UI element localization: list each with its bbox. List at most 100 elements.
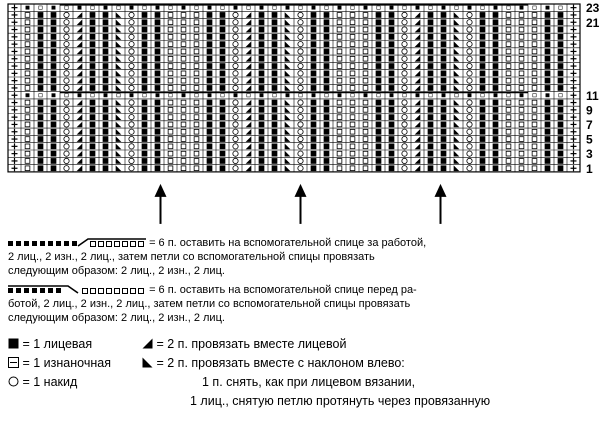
stitch-yarn-over	[401, 63, 408, 70]
stitch-knit	[427, 19, 434, 26]
stitch-knit	[258, 48, 265, 55]
cable-stitch	[324, 5, 329, 10]
stitch-knit	[440, 19, 447, 26]
stitch-ssk	[115, 55, 122, 62]
stitch-yarn-over	[63, 114, 70, 121]
stitch-knit	[440, 165, 447, 172]
stitch-k2tog	[414, 128, 421, 135]
stitch-knit	[50, 48, 57, 55]
stitch-knit	[219, 85, 226, 91]
stitch-ssk	[284, 85, 291, 91]
stitch-purl	[24, 34, 31, 40]
stitch-yarn-over	[466, 77, 473, 84]
stitch-purl	[362, 158, 369, 164]
cable-stitch	[311, 93, 316, 98]
cable-front-icon	[8, 285, 144, 295]
stitch-purl	[167, 63, 174, 69]
stitch-knit	[310, 158, 317, 164]
stitch-knit	[479, 34, 486, 40]
stitch-purl	[24, 99, 31, 106]
stitch-k2tog	[245, 77, 252, 84]
stitch-knit	[141, 34, 148, 40]
stitch-knit	[544, 143, 551, 150]
stitch-knit	[219, 165, 226, 172]
stitch-knit	[206, 143, 213, 150]
stitch-knit	[219, 63, 226, 69]
stitch-purl	[349, 70, 356, 77]
stitch-k2tog	[76, 99, 83, 106]
stitch-k2tog	[76, 114, 83, 120]
stitch-knit	[219, 70, 226, 77]
stitch-purl	[180, 99, 187, 106]
stitch-yarn-over	[401, 26, 408, 33]
stitch-k2tog	[245, 136, 252, 142]
stitch-knit	[271, 85, 278, 91]
stitch-knit	[37, 136, 44, 142]
stitch-knit	[271, 158, 278, 164]
stitch-yarn-over	[128, 121, 135, 128]
cable-stitch	[233, 93, 238, 98]
cable-stitch	[350, 5, 355, 10]
stitch-knit	[323, 63, 330, 69]
stitch-ssk	[115, 150, 122, 157]
stitch-ssk	[284, 19, 291, 26]
stitch-knit	[50, 63, 57, 69]
purl-icon	[8, 357, 19, 368]
symbol-key-left: = 1 лицевая = 1 изнаночная = 1 накид	[8, 335, 111, 392]
stitch-purl	[505, 19, 512, 25]
stitch-knit	[271, 165, 278, 172]
stitch-purl	[518, 128, 525, 135]
stitch-knit	[557, 26, 564, 33]
stitch-purl	[362, 12, 369, 18]
stitch-k2tog	[414, 165, 421, 172]
stitch-yarn-over	[128, 150, 135, 157]
stitch-yarn-over	[128, 84, 135, 91]
stitch-knit	[258, 12, 265, 18]
stitch-purl	[349, 26, 356, 33]
stitch-knit	[310, 165, 317, 172]
stitch-purl	[531, 63, 538, 69]
stitch-purl	[180, 48, 187, 55]
row-number-3: 3	[586, 147, 593, 161]
stitch-yarn-over	[63, 33, 70, 40]
stitch-knit	[50, 128, 57, 135]
stitch-purl	[180, 56, 187, 62]
stitch-k2tog	[76, 143, 83, 150]
stitch-ssk	[453, 70, 460, 77]
stitch-purl	[362, 107, 369, 113]
stitch-knit	[154, 121, 161, 128]
row-number-21: 21	[586, 16, 600, 30]
cable-stitch	[519, 93, 524, 98]
stitch-yarn-over	[297, 33, 304, 40]
cable-stitch	[25, 5, 30, 10]
stitch-knit	[440, 63, 447, 69]
stitch-yarn-over	[232, 165, 239, 172]
stitch-purl	[362, 165, 369, 171]
stitch-knit	[154, 55, 161, 62]
stitch-knit	[375, 150, 382, 157]
stitch-k2tog	[245, 143, 252, 150]
stitch-purl	[518, 136, 525, 142]
stitch-ssk	[284, 48, 291, 55]
stitch-ssk	[115, 19, 122, 26]
stitch-yarn-over	[63, 26, 70, 33]
stitch-purl	[193, 70, 200, 77]
stitch-ssk	[115, 63, 122, 69]
stitch-knit	[427, 99, 434, 106]
stitch-knit	[557, 55, 564, 62]
stitch-knit	[310, 136, 317, 142]
cable-stitch	[207, 5, 212, 10]
stitch-purl	[193, 143, 200, 150]
stitch-purl	[167, 143, 174, 150]
stitch-knit	[258, 26, 265, 33]
cable-stitch	[376, 93, 381, 98]
cable-stitch	[558, 93, 563, 98]
cable-stitch	[90, 5, 95, 10]
stitch-knit	[102, 19, 109, 26]
stitch-yarn-over	[63, 77, 70, 84]
stitch-knit	[388, 150, 395, 157]
stitch-ssk	[453, 12, 460, 18]
stitch-knit	[141, 55, 148, 62]
stitch-knit	[89, 150, 96, 157]
stitch-ssk	[284, 143, 291, 150]
